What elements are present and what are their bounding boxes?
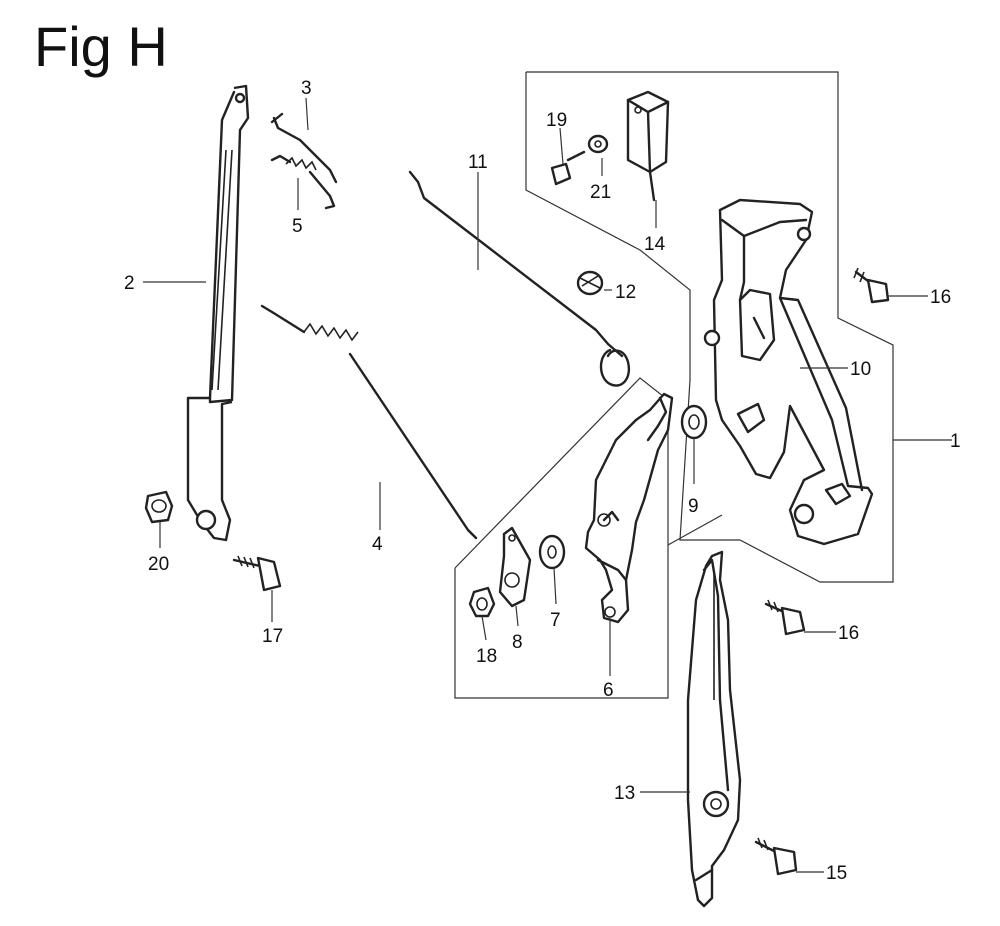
callout-11: 11 <box>468 152 488 173</box>
figure-title: Fig H <box>34 15 168 78</box>
callout-7: 7 <box>550 610 561 631</box>
callout-2: 2 <box>124 273 135 294</box>
callout-5: 5 <box>292 216 303 237</box>
callout-18: 18 <box>476 646 497 667</box>
part-bent-rod <box>270 112 338 184</box>
callout-12: 12 <box>615 282 636 303</box>
assembly-outline-lower <box>454 377 669 699</box>
part-bolt-19 <box>550 150 586 186</box>
part-bolt-16-upper <box>853 267 890 304</box>
part-lever-arm <box>186 84 250 542</box>
assembly-outline-upper <box>525 71 894 583</box>
leader-lines <box>143 97 952 873</box>
part-throttle-lever <box>584 392 674 624</box>
part-wire-rod <box>408 170 631 387</box>
part-nut-12 <box>576 270 604 296</box>
part-bolt-17 <box>232 555 282 592</box>
callout-3: 3 <box>301 78 312 99</box>
callout-14: 14 <box>644 234 666 255</box>
part-plate-8 <box>498 526 532 608</box>
part-bolt-15 <box>754 837 798 876</box>
callout-17: 17 <box>262 626 283 647</box>
part-main-bracket <box>703 198 874 546</box>
part-washer-21 <box>587 134 609 154</box>
callout-15: 15 <box>826 863 847 884</box>
callout-16-upper: 16 <box>930 287 951 308</box>
part-nut-18 <box>468 586 496 618</box>
callout-13: 13 <box>614 783 635 804</box>
callout-21: 21 <box>590 182 611 203</box>
part-switch <box>626 90 670 202</box>
part-spring-rod <box>260 304 478 540</box>
part-nut-20 <box>144 490 174 524</box>
callout-19: 19 <box>546 110 567 131</box>
part-washer-7 <box>538 534 566 570</box>
callout-6: 6 <box>603 680 614 701</box>
assembly-outline-link <box>667 514 723 546</box>
callout-4: 4 <box>372 534 383 555</box>
callout-8: 8 <box>512 632 523 653</box>
part-control-lever <box>686 550 742 908</box>
part-washer-9 <box>680 404 708 440</box>
part-spring-small <box>270 154 336 210</box>
callout-20: 20 <box>148 554 169 575</box>
part-bolt-16-lower <box>764 599 806 636</box>
callout-9: 9 <box>688 496 699 517</box>
callout-10: 10 <box>850 359 871 380</box>
callout-1: 1 <box>950 431 961 452</box>
callout-16-lower: 16 <box>838 623 859 644</box>
